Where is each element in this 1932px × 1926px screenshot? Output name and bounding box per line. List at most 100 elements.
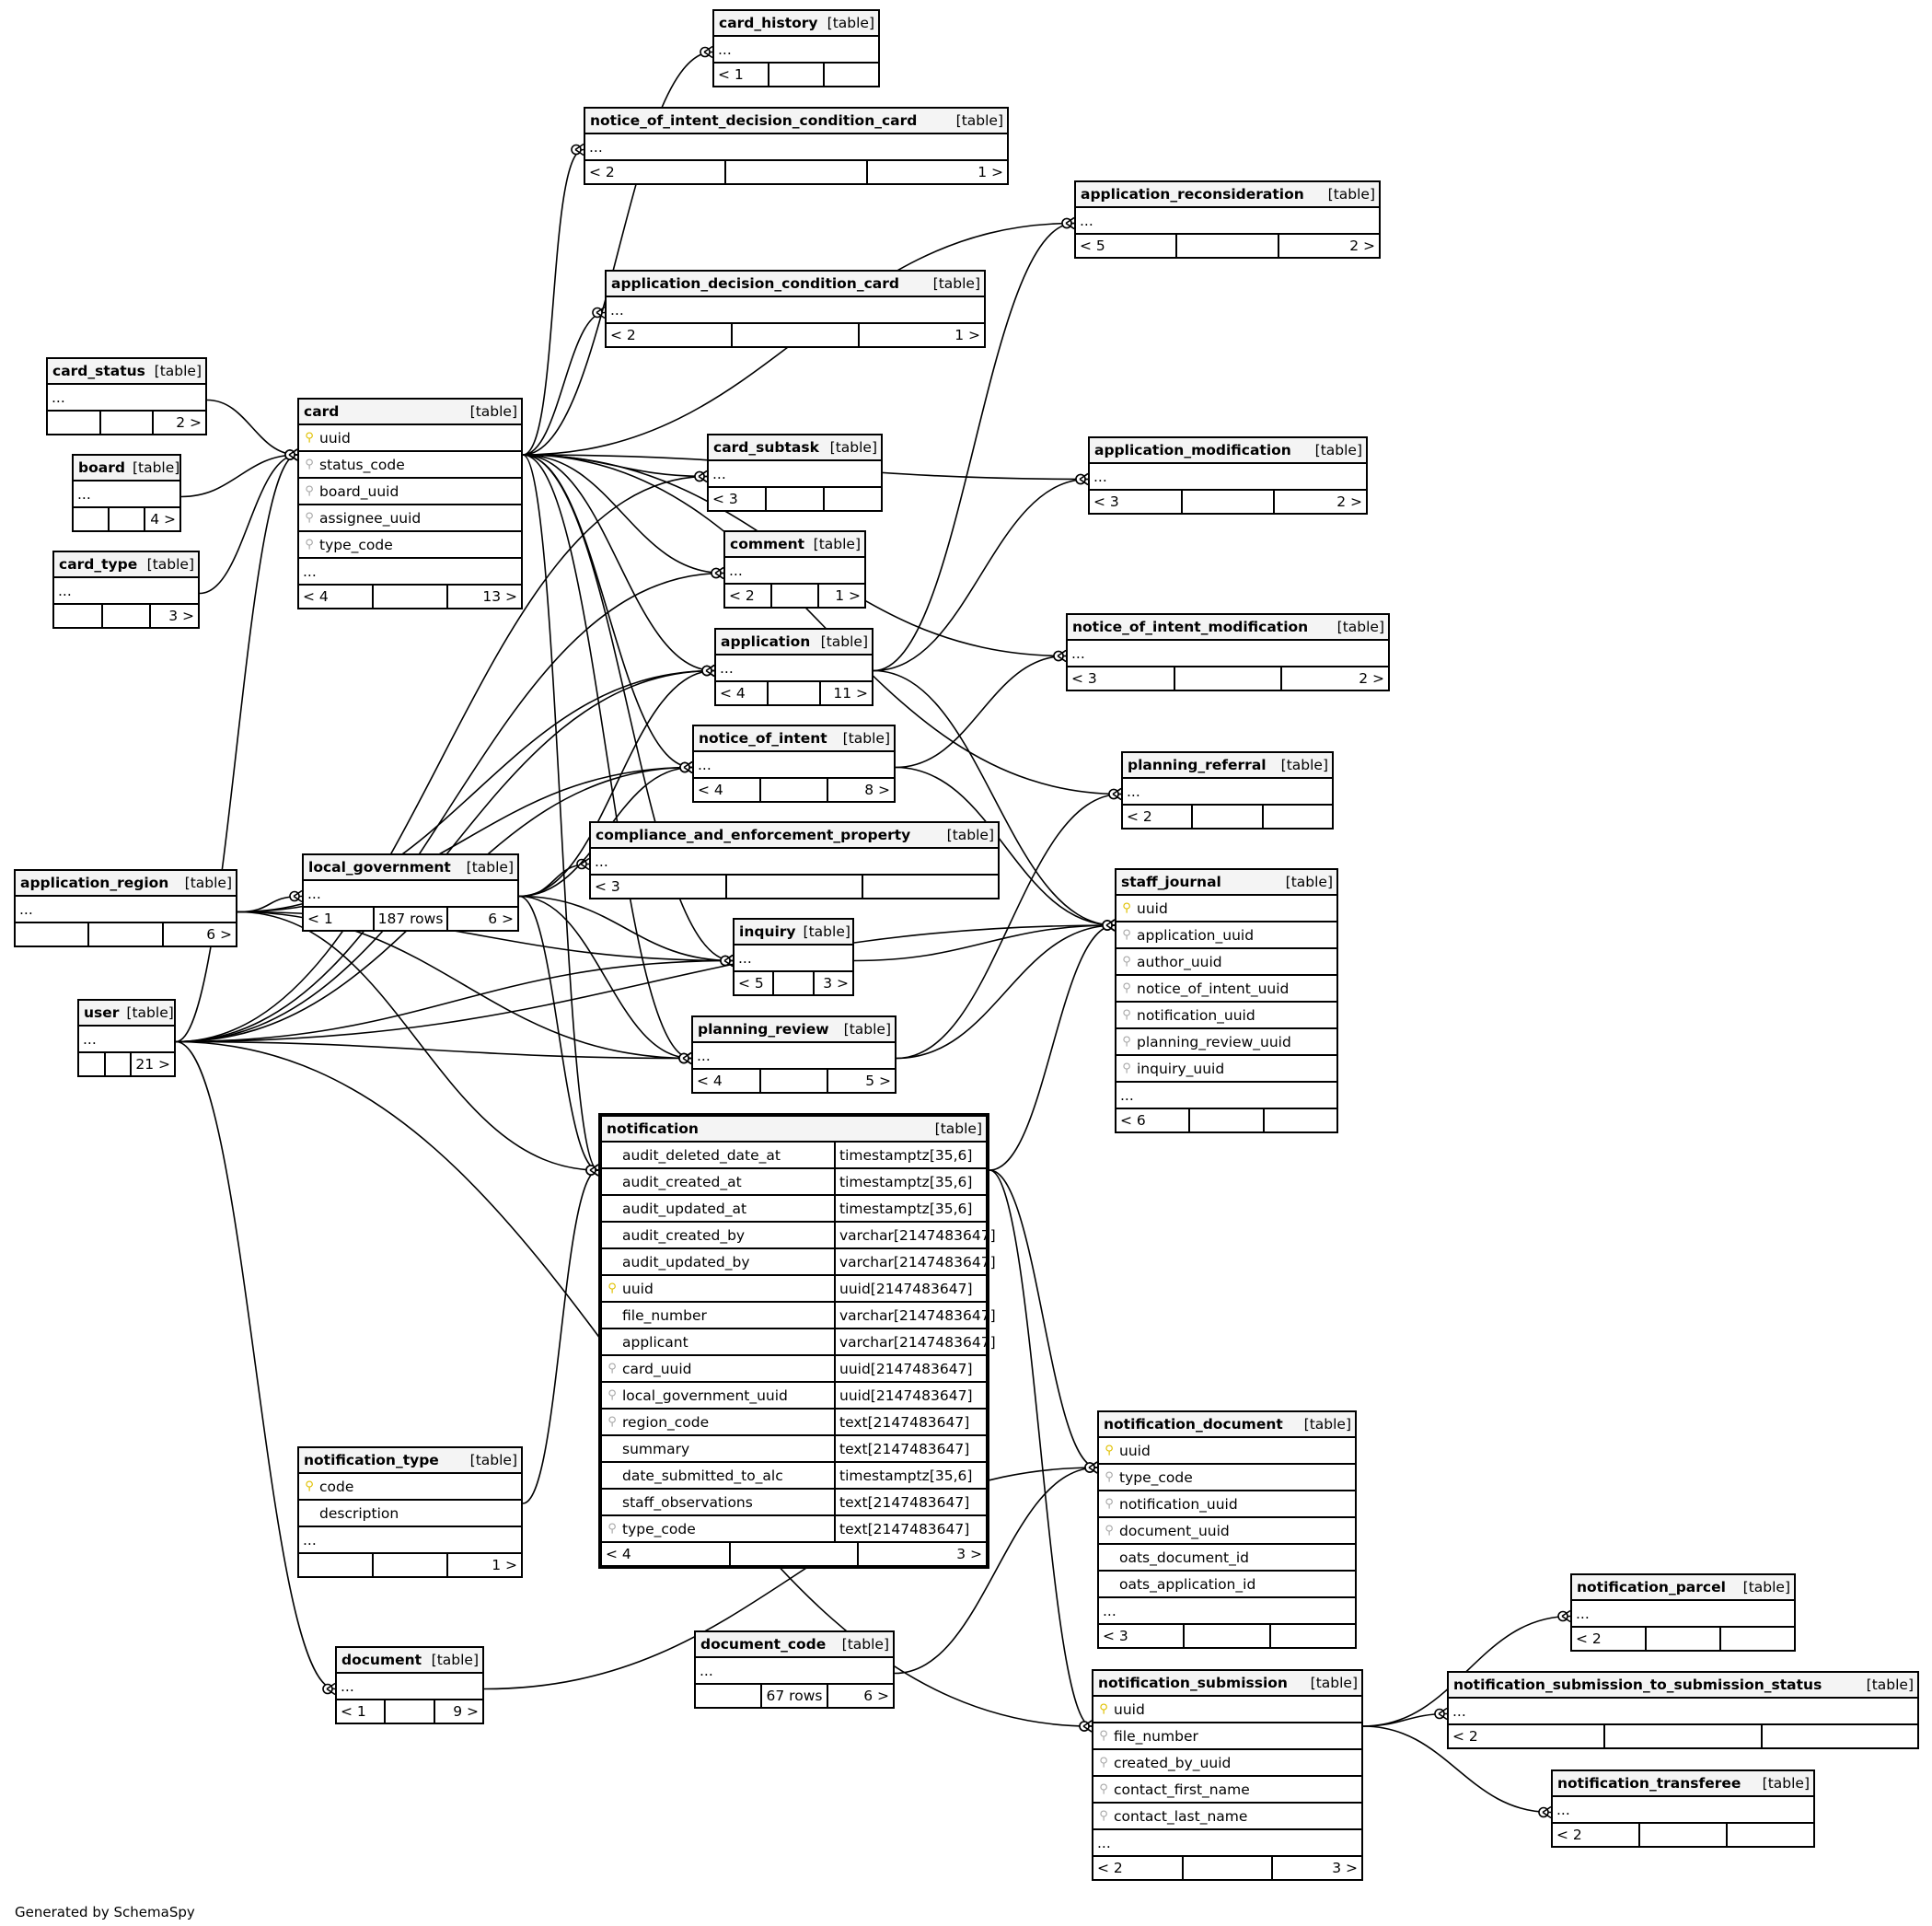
table-notification[interactable]: notification[table]audit_deleted_date_at…: [598, 1113, 996, 1569]
table-name[interactable]: document_code: [700, 1636, 827, 1653]
table-staff-journal[interactable]: staff_journal[table]⚲uuid⚲application_uu…: [1115, 868, 1338, 1133]
parents-link[interactable]: 11 >: [833, 685, 868, 702]
table-name[interactable]: local_government: [308, 859, 451, 876]
parents-link[interactable]: 8 >: [864, 782, 890, 798]
table-name[interactable]: application_decision_condition_card: [611, 275, 899, 292]
table-card-status[interactable]: card_status[table]...2 >: [46, 357, 207, 435]
children-link[interactable]: < 1: [337, 1700, 387, 1723]
table-name[interactable]: notice_of_intent_decision_condition_card: [590, 112, 918, 129]
children-link[interactable]: < 4: [299, 586, 374, 608]
children-link[interactable]: < 2: [725, 585, 772, 607]
table-name[interactable]: notice_of_intent_modification: [1072, 619, 1309, 635]
children-link[interactable]: < 4: [693, 1070, 761, 1092]
table-application-reconsideration[interactable]: application_reconsideration[table]...< 5…: [1074, 180, 1381, 259]
table-notification-transferee[interactable]: notification_transferee[table]...< 2: [1551, 1769, 1815, 1848]
children-link[interactable]: < 3: [1099, 1625, 1186, 1647]
table-name[interactable]: notification_submission: [1098, 1675, 1288, 1691]
children-link[interactable]: < 2: [607, 324, 734, 346]
table-name[interactable]: application_modification: [1094, 442, 1291, 458]
table-card-type[interactable]: card_type[table]...3 >: [52, 551, 200, 629]
parents-link[interactable]: 1 >: [954, 327, 980, 343]
parents-link[interactable]: 2 >: [1349, 238, 1375, 254]
table-name[interactable]: notification_parcel: [1577, 1579, 1726, 1595]
children-link[interactable]: < 4: [602, 1543, 731, 1565]
parents-link[interactable]: 2 >: [1359, 670, 1385, 687]
table-name[interactable]: comment: [730, 536, 805, 552]
table-name[interactable]: compliance_and_enforcement_property: [596, 827, 911, 843]
parents-link[interactable]: 6 >: [863, 1688, 889, 1704]
children-link[interactable]: < 1: [714, 64, 769, 86]
children-link[interactable]: < 2: [585, 161, 727, 183]
parents-link[interactable]: 1 >: [978, 164, 1003, 180]
table-notification-submission[interactable]: notification_submission[table]⚲uuid⚲file…: [1092, 1669, 1363, 1881]
parents-link[interactable]: 9 >: [453, 1703, 479, 1720]
children-link[interactable]: < 6: [1116, 1109, 1191, 1131]
table-name[interactable]: document: [341, 1652, 422, 1668]
children-link[interactable]: < 3: [709, 488, 767, 510]
table-notice-of-intent-decision-condition-card[interactable]: notice_of_intent_decision_condition_card…: [584, 107, 1009, 185]
parents-link[interactable]: 3 >: [823, 975, 849, 992]
table-application-region[interactable]: application_region[table]...6 >: [14, 869, 237, 947]
table-name[interactable]: card: [304, 403, 340, 420]
children-link[interactable]: < 2: [1093, 1857, 1184, 1879]
parents-link[interactable]: 1 >: [835, 587, 861, 604]
table-name[interactable]: card_type: [59, 556, 138, 573]
table-name[interactable]: planning_referral: [1128, 757, 1267, 773]
children-link[interactable]: < 2: [1553, 1824, 1640, 1846]
table-notification-parcel[interactable]: notification_parcel[table]...< 2: [1570, 1573, 1796, 1652]
children-link[interactable]: < 3: [591, 876, 727, 898]
children-link[interactable]: < 4: [694, 779, 761, 801]
parents-link[interactable]: 13 >: [482, 588, 517, 605]
children-link[interactable]: < 1: [304, 908, 375, 930]
table-name[interactable]: notification_document: [1104, 1416, 1283, 1433]
parents-link[interactable]: 1 >: [492, 1557, 517, 1573]
table-name[interactable]: card_subtask: [713, 439, 819, 456]
table-name[interactable]: planning_review: [698, 1021, 829, 1038]
parents-link[interactable]: 4 >: [150, 511, 176, 528]
table-card[interactable]: card[table]⚲uuid⚲status_code⚲board_uuid⚲…: [297, 398, 523, 609]
children-link[interactable]: < 2: [1449, 1725, 1606, 1747]
table-board[interactable]: board[table]...4 >: [72, 454, 181, 532]
parents-link[interactable]: 5 >: [865, 1073, 892, 1089]
children-link[interactable]: < 2: [1572, 1628, 1647, 1650]
table-name[interactable]: notification_transferee: [1557, 1775, 1741, 1792]
table-notice-of-intent-modification[interactable]: notice_of_intent_modification[table]...<…: [1066, 613, 1390, 691]
children-link[interactable]: < 4: [716, 682, 769, 704]
parents-link[interactable]: 3 >: [1332, 1860, 1359, 1876]
parents-link[interactable]: 2 >: [1336, 493, 1363, 510]
table-user[interactable]: user[table]...21 >: [77, 999, 176, 1077]
table-name[interactable]: application_region: [20, 875, 169, 891]
parents-link[interactable]: 2 >: [176, 414, 202, 431]
children-link[interactable]: < 5: [735, 972, 775, 994]
table-name[interactable]: notice_of_intent: [699, 730, 827, 747]
table-name[interactable]: application: [721, 633, 811, 650]
parents-link[interactable]: 6 >: [206, 926, 232, 943]
table-name[interactable]: notification: [607, 1120, 699, 1137]
table-name[interactable]: application_reconsideration: [1081, 186, 1304, 203]
table-name[interactable]: inquiry: [739, 923, 796, 940]
table-name[interactable]: card_status: [52, 363, 145, 379]
table-compliance-and-enforcement-property[interactable]: compliance_and_enforcement_property[tabl…: [589, 821, 1000, 899]
parents-link[interactable]: 21 >: [135, 1056, 171, 1073]
children-link[interactable]: < 3: [1090, 491, 1183, 513]
table-name[interactable]: notification_type: [304, 1452, 439, 1468]
table-name[interactable]: card_history: [719, 15, 818, 31]
table-application-decision-condition-card[interactable]: application_decision_condition_card[tabl…: [605, 270, 986, 348]
table-name[interactable]: user: [84, 1004, 120, 1021]
children-link[interactable]: < 3: [1068, 667, 1175, 690]
table-notification-document[interactable]: notification_document[table]⚲uuid⚲type_c…: [1097, 1410, 1357, 1649]
parents-link[interactable]: 6 >: [488, 911, 514, 927]
table-card-history[interactable]: card_history[table]...< 1: [712, 9, 880, 87]
table-name[interactable]: board: [78, 459, 125, 476]
children-link[interactable]: < 2: [1123, 806, 1194, 828]
table-name[interactable]: staff_journal: [1121, 874, 1221, 890]
